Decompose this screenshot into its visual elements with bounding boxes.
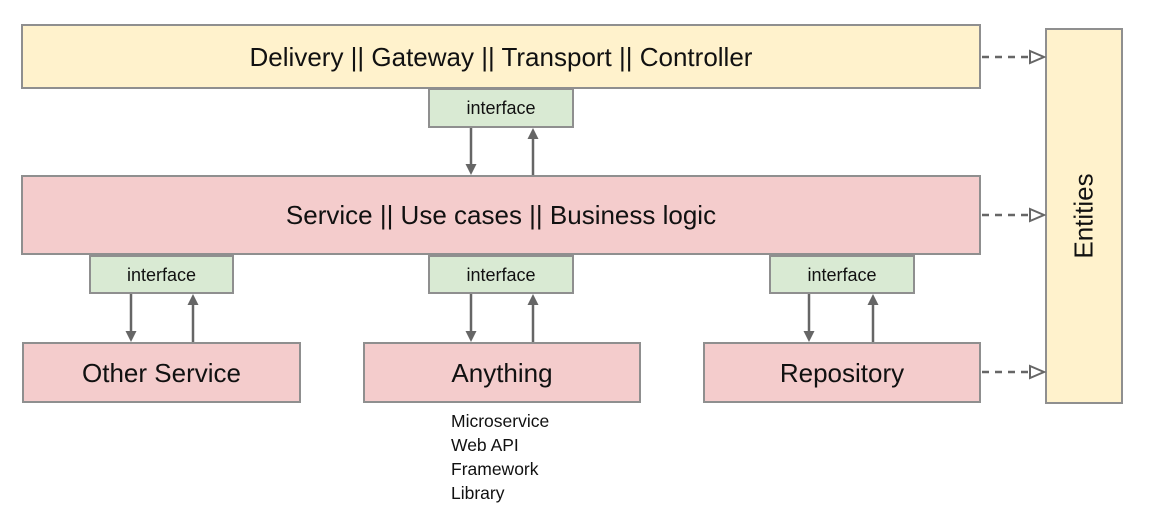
interface-box-left: interface — [89, 255, 234, 294]
down-arrow-icon — [125, 294, 137, 342]
other-service-label: Other Service — [82, 357, 241, 388]
dashed-arrow-icon — [982, 364, 1047, 380]
list-item: Microservice — [451, 411, 550, 431]
list-item: Library — [451, 483, 505, 503]
up-arrow-icon — [527, 128, 539, 175]
down-arrow-icon — [465, 128, 477, 175]
entities-label: Entities — [1069, 173, 1100, 259]
service-layer-label: Service || Use cases || Business logic — [285, 200, 717, 230]
anything-label: Anything — [451, 357, 553, 388]
service-layer-box: Service || Use cases || Business logic — [21, 175, 981, 255]
up-arrow-icon — [867, 294, 879, 342]
interface-label-left: interface — [126, 264, 197, 285]
down-arrow-icon — [465, 294, 477, 342]
up-arrow-icon — [527, 294, 539, 342]
entities-box: Entities — [1045, 28, 1123, 404]
interface-box-middle: interface — [428, 255, 574, 294]
up-arrow-icon — [187, 294, 199, 342]
interface-box-top: interface — [428, 88, 574, 128]
dashed-arrow-icon — [982, 49, 1047, 65]
interface-label-top: interface — [466, 98, 536, 118]
down-arrow-icon — [803, 294, 815, 342]
delivery-layer-label: Delivery || Gateway || Transport || Cont… — [249, 41, 753, 72]
list-item: Web API — [451, 435, 519, 455]
repository-box: Repository — [703, 342, 981, 403]
list-item: Framework — [451, 459, 539, 479]
anything-box: Anything — [363, 342, 641, 403]
anything-examples-list: Microservice Web API Framework Library — [451, 409, 549, 505]
other-service-box: Other Service — [22, 342, 301, 403]
delivery-layer-box: Delivery || Gateway || Transport || Cont… — [21, 24, 981, 89]
interface-label-middle: interface — [466, 264, 536, 285]
dashed-arrow-icon — [982, 207, 1047, 223]
interface-box-right: interface — [769, 255, 915, 294]
repository-label: Repository — [779, 357, 905, 388]
interface-label-right: interface — [807, 264, 877, 285]
